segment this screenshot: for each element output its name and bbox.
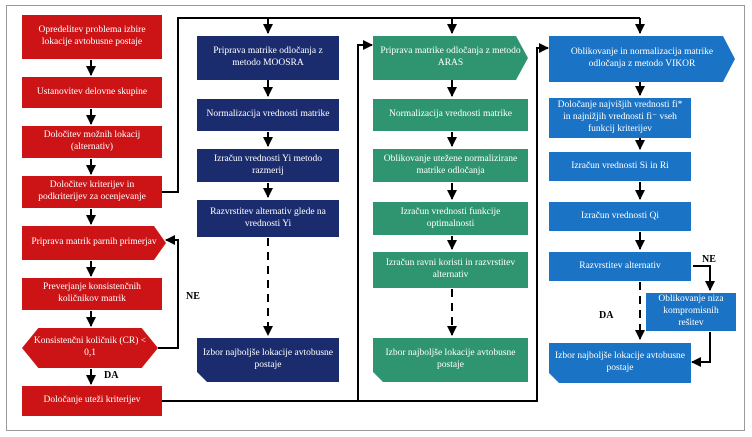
moosra-ranking: Razvrstitev alternativ glede na vrednost… xyxy=(197,200,339,237)
step-criteria-weights: Določanje uteži kriterijev xyxy=(22,386,162,416)
vikor-qi: Izračun vrednosti Qi xyxy=(549,202,691,231)
vikor-ranking: Razvrstitev alternativ xyxy=(549,252,691,281)
vikor-compromise-set: Oblikovanje niza kompromisnih rešitev xyxy=(646,293,736,331)
decision-consistency-ratio-label: Konsistenčni količnik (CR) < 0,1 xyxy=(33,336,147,358)
vikor-best-worst-values: Določanje najvišjih vrednosti fi* in naj… xyxy=(549,98,691,138)
step-define-criteria-label: Določitev kriterijev in podkriterijev za… xyxy=(38,180,146,202)
aras-weighted-matrix: Oblikovanje utežene normalizirane matrik… xyxy=(373,149,528,182)
vikor-ranking-label: Razvrstitev alternativ xyxy=(579,260,661,271)
step-pairwise-matrices-label: Priprava matrik parnih primerjav xyxy=(31,237,157,248)
aras-decision-matrix: Priprava matrike odločanja z metodo ARAS xyxy=(373,36,528,80)
step-pairwise-matrices: Priprava matrik parnih primerjav xyxy=(22,226,166,260)
vikor-si-ri-label: Izračun vrednosti Si in Ri xyxy=(571,160,669,171)
moosra-ranking-label: Razvrstitev alternativ glede na vrednost… xyxy=(210,206,326,229)
aras-utility-ranking: Izračun ravni koristi in razvrstitev alt… xyxy=(373,252,528,288)
aras-best-location-label: Izbor najboljše lokacije avtobusne posta… xyxy=(385,348,516,370)
moosra-decision-matrix: Priprava matrike odločanja z metodo MOOS… xyxy=(197,36,339,80)
step-criteria-weights-label: Določanje uteži kriterijev xyxy=(43,395,141,406)
step-define-problem: Opredelitev problema izbire lokacije avt… xyxy=(22,15,162,59)
aras-normalization: Normalizacija vrednosti matrike xyxy=(373,99,528,131)
step-consistency-check-label: Preverjanje konsistenčnih količnikov mat… xyxy=(43,282,141,304)
vikor-qi-label: Izračun vrednosti Qi xyxy=(580,210,660,221)
step-consistency-check: Preverjanje konsistenčnih količnikov mat… xyxy=(22,278,162,310)
moosra-best-location: Izbor najboljše lokacije avtobusne posta… xyxy=(197,338,339,382)
ne-label-left: NE xyxy=(186,291,200,302)
aras-weighted-matrix-label: Oblikovanje utežene normalizirane matrik… xyxy=(383,153,518,176)
moosra-yi-calculation-label: Izračun vrednosti Yi metodo razmerij xyxy=(213,153,323,176)
step-possible-locations-label: Določitev možnih lokacij (alternativ) xyxy=(43,130,141,152)
vikor-best-location: Izbor najboljše lokacije avtobusne posta… xyxy=(549,343,691,383)
moosra-normalization-label: Normalizacija vrednosti matrike xyxy=(206,109,330,120)
vikor-compromise-set-label: Oblikovanje niza kompromisnih rešitev xyxy=(658,294,724,328)
vikor-best-worst-values-label: Določanje najvišjih vrednosti fi* in naj… xyxy=(557,100,683,134)
step-working-group: Ustanovitev delovne skupine xyxy=(22,77,162,108)
vikor-si-ri: Izračun vrednosti Si in Ri xyxy=(549,152,691,181)
aras-normalization-label: Normalizacija vrednosti matrike xyxy=(389,109,512,120)
diagram-frame xyxy=(6,5,745,431)
step-possible-locations: Določitev možnih lokacij (alternativ) xyxy=(22,126,162,158)
aras-optimality-function-label: Izračun vrednosti funkcije optimalnosti xyxy=(400,206,501,229)
da-label-left: DA xyxy=(104,370,119,381)
moosra-decision-matrix-label: Priprava matrike odločanja z metodo MOOS… xyxy=(213,46,323,68)
aras-decision-matrix-label: Priprava matrike odločanja z metodo ARAS xyxy=(380,46,521,68)
moosra-yi-calculation: Izračun vrednosti Yi metodo razmerij xyxy=(197,149,339,182)
step-working-group-label: Ustanovitev delovne skupine xyxy=(36,86,148,97)
vikor-decision-matrix: Oblikovanje in normalizacija matrike odl… xyxy=(549,36,735,82)
moosra-normalization: Normalizacija vrednosti matrike xyxy=(197,99,339,131)
aras-best-location: Izbor najboljše lokacije avtobusne posta… xyxy=(373,338,528,382)
aras-utility-ranking-label: Izračun ravni koristi in razvrstitev alt… xyxy=(385,258,516,280)
vikor-decision-matrix-label: Oblikovanje in normalizacija matrike odl… xyxy=(570,47,714,69)
aras-optimality-function: Izračun vrednosti funkcije optimalnosti xyxy=(373,202,528,235)
step-define-problem-label: Opredelitev problema izbire lokacije avt… xyxy=(38,25,146,47)
ne-label-right: NE xyxy=(702,254,716,265)
decision-consistency-ratio: Konsistenčni količnik (CR) < 0,1 xyxy=(22,328,158,368)
da-label-right: DA xyxy=(599,310,614,321)
vikor-best-location-label: Izbor najboljše lokacije avtobusne posta… xyxy=(554,351,686,373)
step-define-criteria: Določitev kriterijev in podkriterijev za… xyxy=(22,176,162,208)
moosra-best-location-label: Izbor najboljše lokacije avtobusne posta… xyxy=(202,348,334,370)
